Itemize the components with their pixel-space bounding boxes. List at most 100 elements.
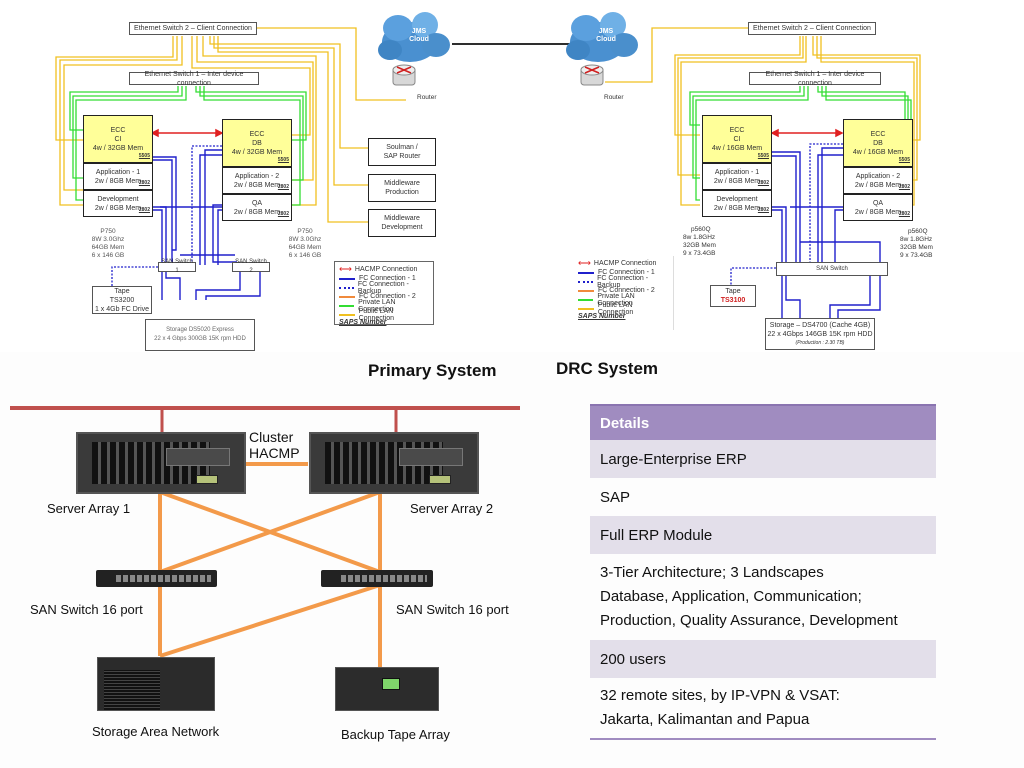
legend-label: HACMP Connection: [354, 266, 418, 273]
primary-qa: QA 2w / 8GB Mem 2802: [222, 194, 292, 221]
box-line: QA: [251, 199, 263, 207]
server-array-2-label: Server Array 2: [410, 501, 494, 516]
backup-tape-array-image: [335, 667, 439, 711]
saps-number: 2802: [757, 180, 769, 186]
box-line: 2w / 8GB Mem: [94, 204, 142, 212]
box-line: SAN Switch: [816, 265, 848, 272]
details-text: Large-Enterprise ERP: [600, 450, 747, 468]
san-switch-2-image: [321, 570, 433, 587]
spec-line: 8w 1.8GHz: [683, 234, 716, 241]
box-line: DB: [873, 139, 883, 147]
label-line: Cluster: [249, 429, 294, 445]
box-line: CI: [114, 135, 122, 143]
primary-ethernet-switch-2: Ethernet Switch 2 – Client Connection: [129, 22, 257, 35]
solid-line-icon: [578, 289, 594, 292]
box-line: 4w / 32GB Mem: [231, 148, 283, 156]
hacmp-arrow-icon: ⟷: [339, 264, 352, 274]
primary-app1: Application - 1 2w / 8GB Mem 2802: [83, 163, 153, 190]
fc2-san-lines: [158, 462, 382, 667]
primary-hacmp-arrow: [150, 128, 224, 138]
legend-label: Private LAN Connection: [597, 292, 635, 307]
drc-app2: Application - 2 2w / 8GB Mem 2802: [843, 167, 913, 194]
box-line: TS3100: [720, 297, 746, 304]
drc-qa: QA 2w / 8GB Mem 2802: [843, 194, 913, 221]
dotted-line-icon: [578, 280, 594, 283]
primary-fc-backup-lines: [111, 145, 222, 287]
drc-app1: Application - 1 2w / 8GB Mem 2802: [702, 163, 772, 190]
legend-item-hacmp: ⟷HACMP Connection: [339, 264, 429, 274]
details-text: Jakarta, Kalimantan and Papua: [600, 711, 810, 728]
legend-label: FC Connection - Backup: [597, 274, 649, 289]
saps-number: 5505: [898, 157, 910, 163]
details-text: 200 users: [600, 650, 666, 668]
saps-number: 2802: [898, 184, 910, 190]
legend-item-hacmp: ⟷HACMP Connection: [578, 258, 669, 268]
box-line: Development: [381, 224, 423, 231]
saps-number: 2802: [898, 211, 910, 217]
legend-label: FC Connection - 2: [359, 293, 416, 300]
cloud-line: Cloud: [596, 36, 616, 43]
box-line: Soulman /: [386, 144, 418, 151]
box-line: Application - 2: [234, 172, 280, 180]
drc-fc-backup-lines: [730, 143, 843, 287]
switch-label: Ethernet Switch 1 – Inter device connect…: [144, 70, 244, 87]
box-line: 2w / 8GB Mem: [233, 181, 281, 189]
box-line: Development: [97, 195, 139, 203]
box-line: 2w / 8GB Mem: [94, 177, 142, 185]
spec-line: 6 x 146 GB: [288, 252, 322, 259]
primary-middleware-production: Middleware Production: [368, 174, 436, 202]
solid-line-icon: [339, 295, 355, 298]
box-line: 22 x 4 Gbps 300GB 15K rpm HDD: [154, 336, 246, 342]
drc-hacmp-arrow: [770, 128, 844, 138]
details-row: 3-Tier Architecture; 3 Landscapes Databa…: [590, 554, 936, 640]
solid-line-icon: [339, 304, 355, 307]
spec-line: 8W 3.0Ghz: [91, 236, 125, 243]
spec-line: 64GB Mem: [91, 244, 125, 251]
backup-tape-array-label: Backup Tape Array: [341, 727, 450, 742]
drc-san-switch: SAN Switch: [776, 262, 888, 276]
legend-item-fc1: FC Connection - 1: [339, 274, 429, 283]
primary-san-switch-1: SAN Switch 1: [158, 259, 196, 274]
box-line: Storage – DS4700 (Cache 4GB): [769, 321, 871, 329]
box-line: QA: [872, 199, 884, 207]
box-line: ECC: [110, 126, 126, 134]
box-line: ECC: [870, 130, 886, 138]
primary-tape: Tape TS3200 1 x 4Gb FC Drive: [92, 286, 152, 314]
saps-number: 5505: [138, 153, 150, 159]
box-line: 2w / 8GB Mem: [854, 181, 902, 189]
legend-item-public-lan: Public LAN Connection: [339, 308, 429, 322]
details-text: SAP: [600, 488, 631, 506]
primary-storage: Storage DS5020 Express 22 x 4 Gbps 300GB…: [145, 319, 255, 351]
box-line: 4w / 16GB Mem: [852, 148, 904, 156]
hacmp-arrow-icon: ⟷: [578, 258, 591, 268]
spec-line: 64GB Mem: [288, 244, 322, 251]
saps-number: 2802: [277, 184, 289, 190]
details-row: 32 remote sites, by IP-VPN & VSAT: Jakar…: [590, 678, 936, 740]
box-line: Application - 2: [855, 172, 901, 180]
box-line: Storage DS5020 Express: [166, 327, 234, 333]
legend-item-private-lan: Private LAN Connection: [578, 292, 669, 307]
drc-cloud-label: JMS Cloud: [592, 28, 620, 44]
dotted-line-icon: [339, 286, 354, 289]
box-line: Application - 1: [714, 168, 760, 176]
spec-line: p560Q: [908, 228, 928, 235]
cloud-line: Cloud: [409, 36, 429, 43]
primary-spec-left: P750 8W 3.0Ghz 64GB Mem 6 x 146 GB: [88, 228, 128, 260]
details-row: Large-Enterprise ERP: [590, 440, 936, 478]
legend-label: FC Connection - 1: [598, 269, 655, 276]
san-switch-1-image: [96, 570, 217, 587]
primary-ethernet-switch-1: Ethernet Switch 1 – Inter device connect…: [129, 70, 259, 87]
switch-label: Ethernet Switch 1 – Inter device connect…: [765, 70, 865, 87]
legend-item-private-lan: Private LAN Connection: [339, 299, 429, 313]
cluster-hacmp-label: Cluster HACMP: [249, 429, 300, 461]
server-array-2-image: [309, 432, 479, 494]
box-line: TS3200: [109, 296, 135, 304]
box-line: DB: [252, 139, 262, 147]
switch-label: Ethernet Switch 2 – Client Connection: [134, 25, 252, 32]
legend-saps-title: SAPS Number: [339, 319, 387, 326]
box-line: 2w / 8GB Mem: [713, 177, 761, 185]
details-row: SAP: [590, 478, 936, 516]
drc-fc-lines: [772, 147, 881, 320]
primary-system-title: Primary System: [368, 361, 497, 380]
box-line: Development: [716, 195, 758, 203]
